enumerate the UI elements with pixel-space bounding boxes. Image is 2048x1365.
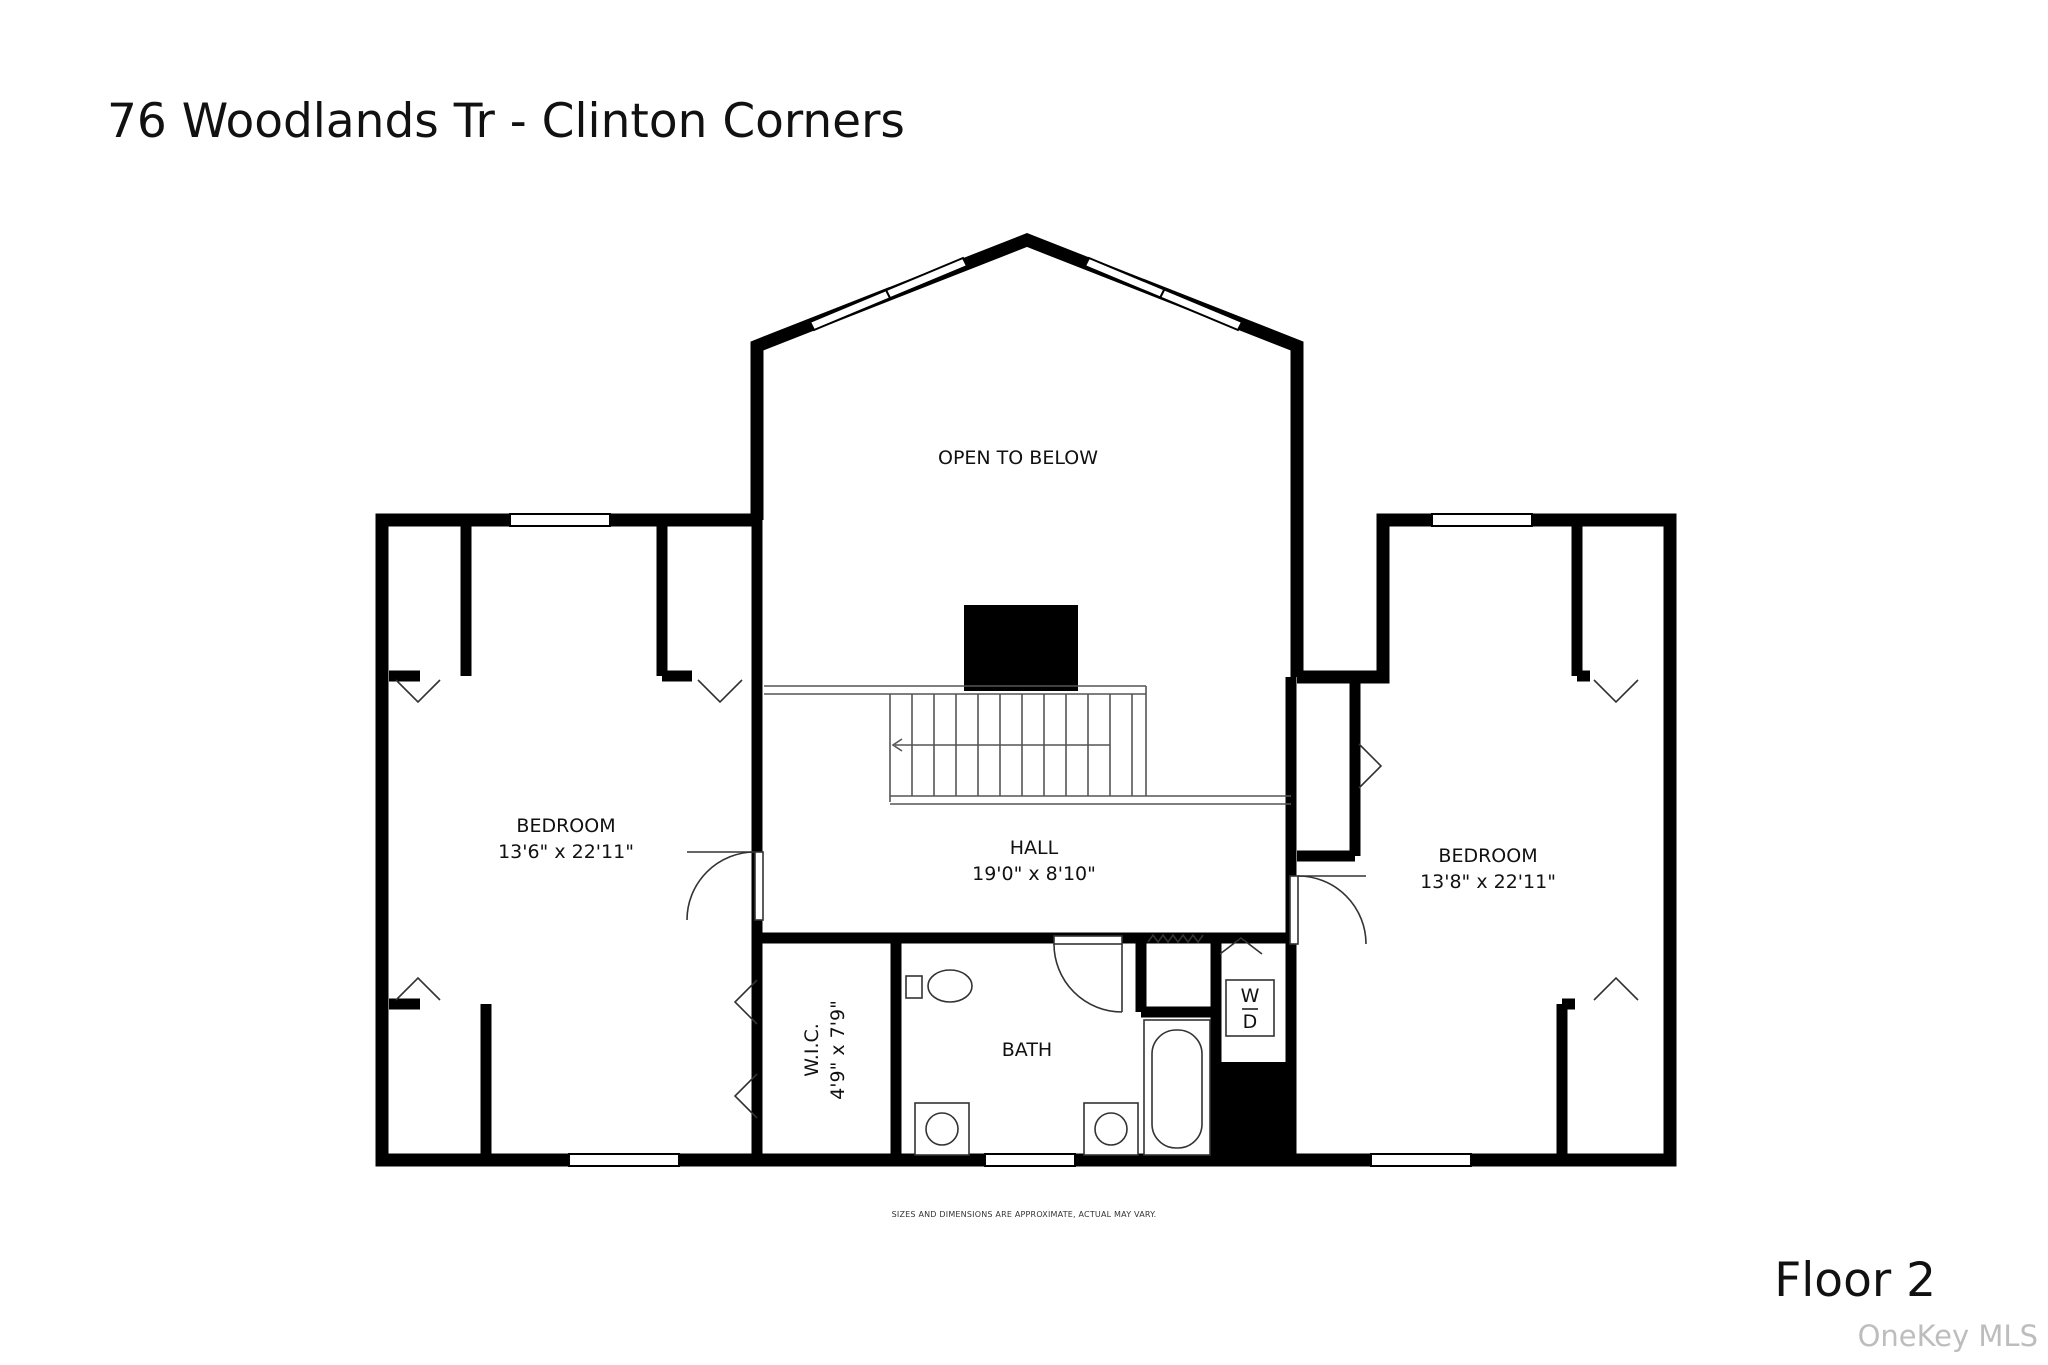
watermark: OneKey MLS: [1857, 1319, 2038, 1353]
room-hall: HALL: [1010, 837, 1059, 859]
room-bath: BATH: [1002, 1039, 1052, 1061]
chimney-block: [964, 605, 1078, 691]
exterior-walls: [375, 233, 1677, 1167]
doors: [395, 679, 1639, 1119]
staircase: [764, 685, 1291, 805]
room-hall-dims: 19'0" x 8'10": [972, 863, 1096, 885]
room-open-to-below: OPEN TO BELOW: [938, 447, 1098, 469]
floor-label: Floor 2: [1774, 1253, 1936, 1308]
room-wic: W.I.C.: [801, 1023, 823, 1077]
room-bedroom-left-dims: 13'6" x 22'11": [498, 841, 634, 863]
room-bedroom-right-dims: 13'8" x 22'11": [1420, 871, 1556, 893]
room-wic-dims: 4'9" x 7'9": [827, 1000, 849, 1100]
chase-block: [1216, 1062, 1291, 1160]
room-bedroom-right: BEDROOM: [1438, 845, 1537, 867]
laundry-dryer-label: D: [1243, 1011, 1258, 1033]
laundry-washer-label: W: [1241, 985, 1260, 1007]
room-bedroom-left: BEDROOM: [516, 815, 615, 837]
windows: [509, 256, 1533, 1167]
disclaimer: SIZES AND DIMENSIONS ARE APPROXIMATE, AC…: [891, 1210, 1157, 1219]
bath-fixtures: [905, 969, 1275, 1156]
page-title: 76 Woodlands Tr - Clinton Corners: [107, 94, 905, 149]
